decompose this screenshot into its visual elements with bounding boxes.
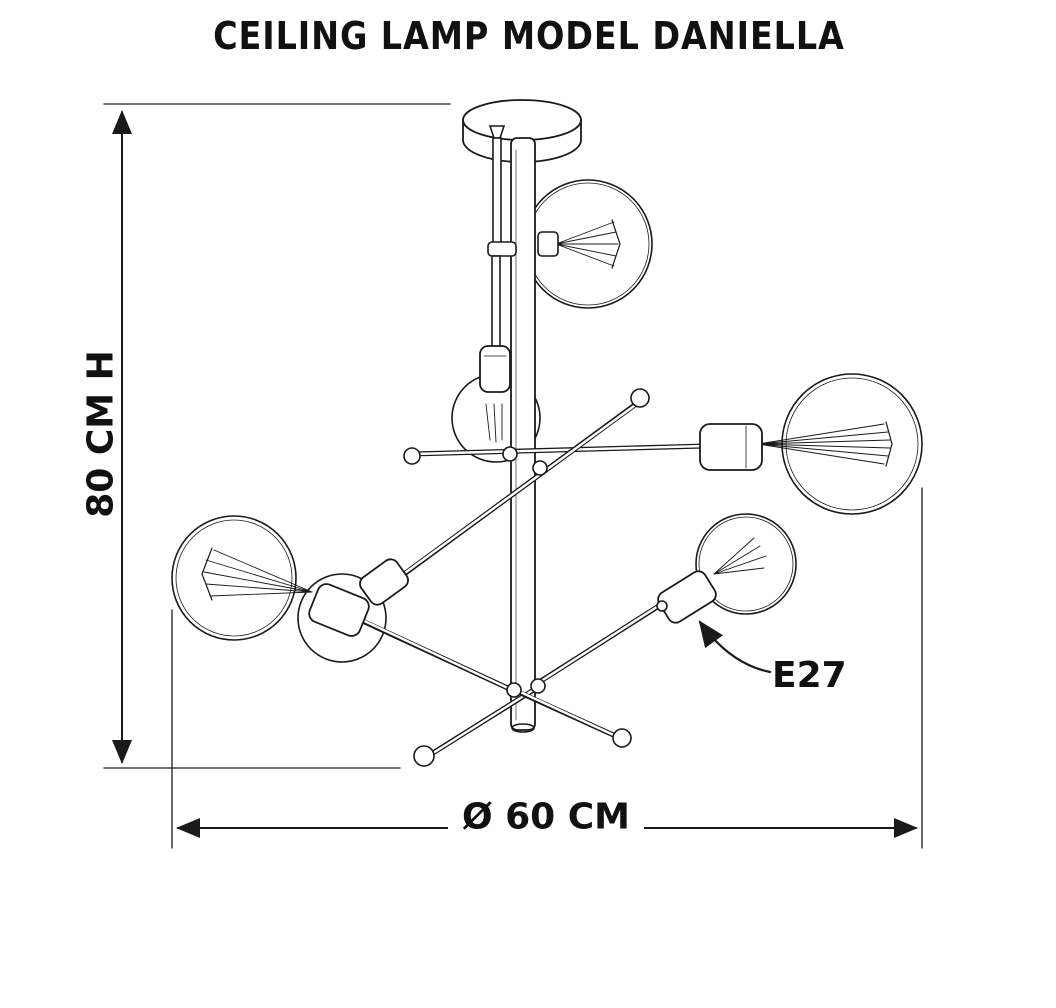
socket-upper-left [359, 558, 409, 606]
upper-diagonal-arm [393, 388, 650, 583]
central-stem [510, 137, 536, 733]
bulb-large-right [757, 373, 923, 515]
diameter-label: Ø 60 CM [447, 796, 645, 838]
lower-arm-right [533, 601, 665, 687]
socket-label: E27 [772, 655, 847, 696]
page-title: CEILING LAMP MODEL DANIELLA [213, 14, 845, 58]
bulb-upper-right [523, 179, 653, 309]
height-dimension [103, 103, 451, 769]
lower-cross-arms [413, 678, 632, 767]
socket-left [308, 583, 370, 637]
socket-lower-right [656, 570, 717, 624]
upper-horizontal-arm [403, 443, 709, 465]
socket-pointer [698, 620, 772, 674]
bulb-large-left [171, 515, 313, 641]
lower-arm-left [353, 615, 515, 693]
bulb-lower-right [695, 513, 797, 615]
socket-right [699, 423, 763, 471]
height-label: 80 CM H [80, 350, 122, 518]
socket-top-pendant [479, 345, 511, 393]
